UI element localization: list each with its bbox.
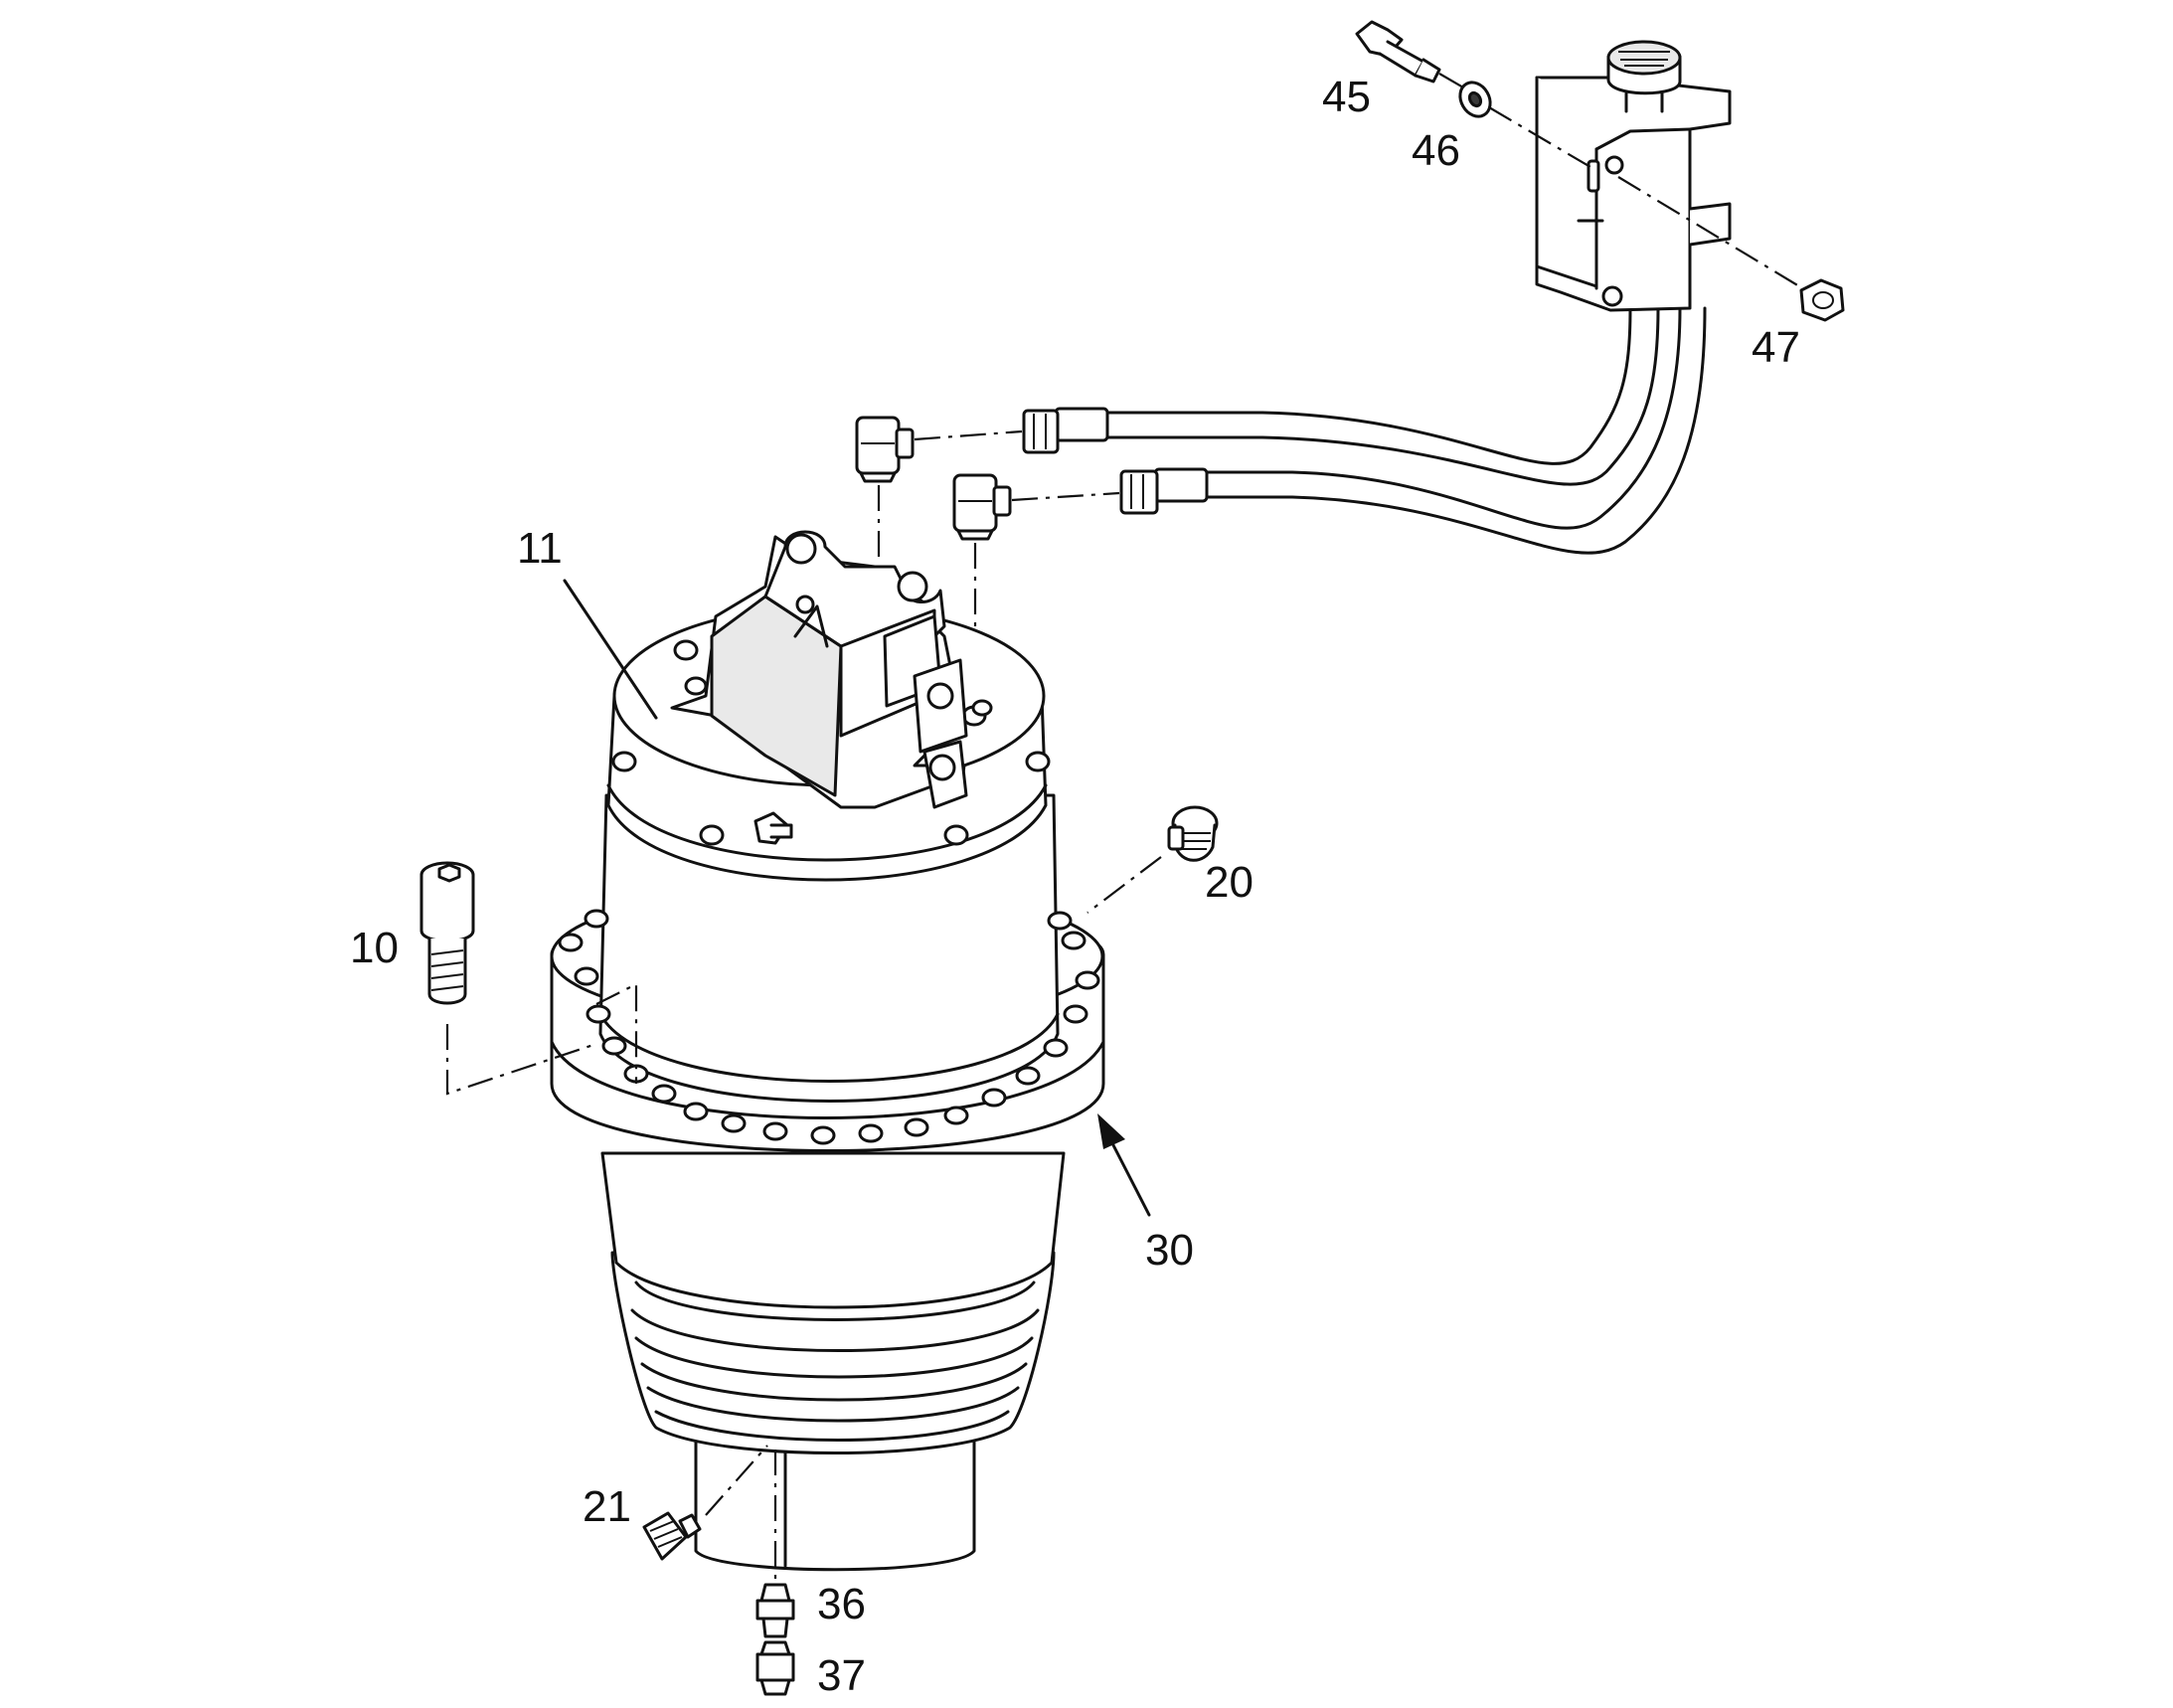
fitting-36 (755, 1583, 795, 1638)
label-part-11: 11 (517, 524, 563, 573)
label-part-10: 10 (350, 924, 399, 972)
elbow-fitting-upper (855, 416, 915, 483)
assembly-lines-bracket (1438, 73, 1800, 287)
plug-20 (1167, 805, 1219, 862)
washer-46 (1458, 81, 1492, 118)
plug-21 (642, 1511, 702, 1561)
assembly-line-21 (705, 1445, 768, 1516)
leader-line-11 (563, 579, 658, 720)
bolt-10 (419, 861, 475, 1005)
hose-fitting-lower (1119, 467, 1209, 515)
bolt-45 (1355, 20, 1441, 84)
assembly-line-10 (445, 982, 638, 1096)
nut-47 (1799, 278, 1845, 322)
oil-filler-cap (1606, 40, 1682, 113)
label-part-21: 21 (583, 1482, 631, 1531)
arrow-30 (1097, 1113, 1151, 1217)
hose-fitting-upper (1022, 407, 1109, 454)
label-part-46: 46 (1412, 126, 1460, 175)
label-part-37: 37 (817, 1651, 866, 1700)
hydraulic-hoses (1101, 306, 1707, 555)
fitting-37 (755, 1640, 795, 1696)
assembly-line-20 (1086, 856, 1162, 914)
label-part-36: 36 (817, 1580, 866, 1628)
elbow-fitting-lower (952, 473, 1012, 541)
label-part-47: 47 (1752, 323, 1800, 372)
label-part-20: 20 (1205, 858, 1254, 907)
label-part-30: 30 (1145, 1226, 1194, 1275)
label-part-45: 45 (1322, 73, 1371, 121)
hose-bracket (1535, 76, 1732, 312)
hydraulic-motor (670, 530, 993, 845)
